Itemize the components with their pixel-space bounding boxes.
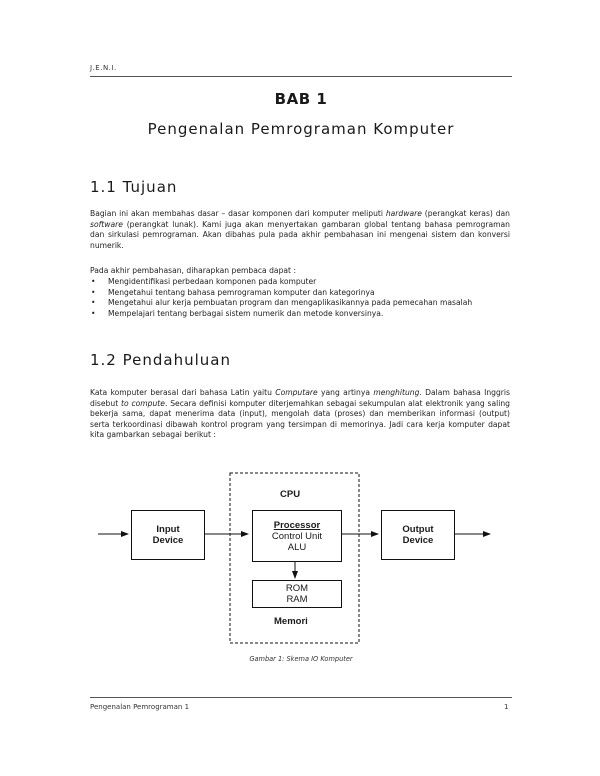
memory-box: ROM RAM xyxy=(252,580,342,608)
paragraph-pendahuluan: Kata komputer berasal dari bahasa Latin … xyxy=(90,388,510,439)
cpu-label: CPU xyxy=(280,489,301,500)
footer-rule xyxy=(90,697,512,698)
diagram-lines xyxy=(98,472,491,644)
list-item: Mempelajari tentang berbagai sistem nume… xyxy=(90,309,510,320)
paragraph-goals-intro: Pada akhir pembahasan, diharapkan pembac… xyxy=(90,266,297,275)
memori-label: Memori xyxy=(274,616,308,627)
section-heading-tujuan: 1.1 Tujuan xyxy=(90,178,178,196)
chapter-title: Pengenalan Pemrograman Komputer xyxy=(147,120,455,138)
header-rule xyxy=(90,76,512,77)
page-number: 1 xyxy=(504,703,509,711)
list-item: Mengetahui tentang bahasa pemrograman ko… xyxy=(90,288,510,299)
section-heading-pendahuluan: 1.2 Pendahuluan xyxy=(90,351,231,369)
input-device-box: Input Device xyxy=(131,510,205,560)
processor-box: Processor Control Unit ALU xyxy=(252,510,342,562)
header-mark: J.E.N.I. xyxy=(90,64,117,72)
goals-list: Mengidentifikasi perbedaan komponen pada… xyxy=(90,277,510,319)
output-device-box: Output Device xyxy=(381,510,455,560)
footer-title: Pengenalan Pemrograman 1 xyxy=(90,703,190,711)
list-item: Mengidentifikasi perbedaan komponen pada… xyxy=(90,277,510,288)
paragraph-tujuan: Bagian ini akan membahas dasar – dasar k… xyxy=(90,209,510,250)
io-schema-diagram: CPU Input Device Processor Control Unit … xyxy=(90,470,510,650)
cpu-container xyxy=(229,472,360,644)
chapter-number: BAB 1 xyxy=(274,90,328,108)
list-item: Mengetahui alur kerja pembuatan program … xyxy=(90,298,510,309)
figure-caption: Gambar 1: Skema IO Komputer xyxy=(249,655,353,663)
